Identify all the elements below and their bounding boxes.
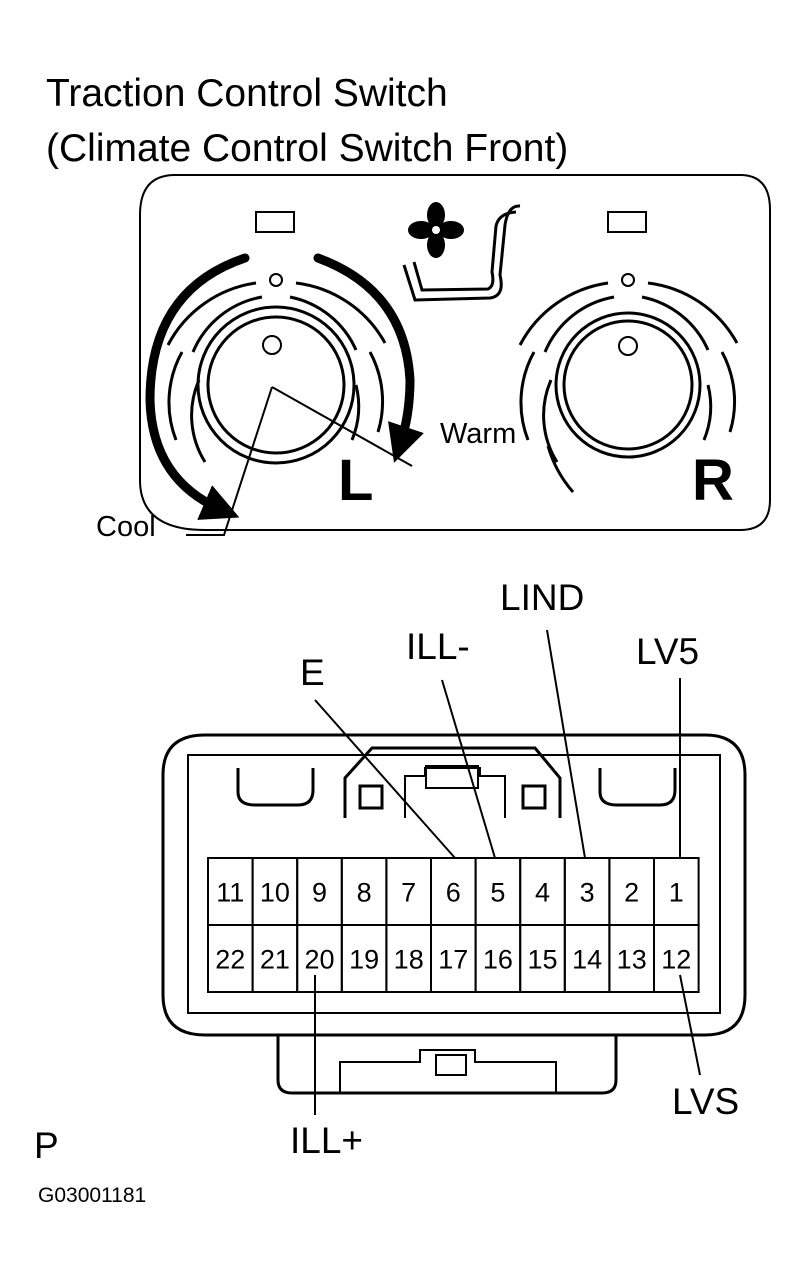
warm-label: Warm <box>440 418 516 450</box>
connector-pin-number: 5 <box>490 878 505 908</box>
connector-pin-number: 9 <box>312 878 327 908</box>
cool-label: Cool <box>96 511 156 543</box>
switch-panel: Warm Cool L R <box>96 174 771 543</box>
terminal-label-lvs: LVS <box>672 1081 739 1122</box>
connector-bottom-latch <box>276 1035 618 1095</box>
leader-line-lvs <box>679 974 701 1076</box>
connector-right-keyway-slot <box>521 784 547 810</box>
right-temperature-knob[interactable] <box>554 311 702 459</box>
connector-pin-number: 3 <box>580 878 595 908</box>
connector-pin-number: 13 <box>617 945 647 975</box>
terminal-label-e: E <box>300 652 325 693</box>
connector-pin-number: 18 <box>394 945 424 975</box>
connector-pin-cell <box>653 924 700 993</box>
right-indicator-lamp <box>607 211 647 233</box>
terminal-label-ill-minus: ILL- <box>406 626 470 667</box>
terminal-label-ill-plus: ILL+ <box>290 1120 363 1161</box>
leader-line-lind <box>546 629 586 859</box>
warm-direction-arrow <box>313 253 424 463</box>
left-dial-dot <box>269 273 283 287</box>
right-knob-letter: R <box>692 448 734 513</box>
terminal-leader-lines <box>314 629 701 1115</box>
left-indicator-lamp <box>255 211 295 233</box>
terminal-label-lind: LIND <box>500 577 584 618</box>
terminal-label-lv5: LV5 <box>636 631 699 672</box>
connector-pin-number: 21 <box>260 945 290 975</box>
connector-pin-number: 19 <box>349 945 379 975</box>
connector-pin-number: 2 <box>624 878 639 908</box>
title-line-1: Traction Control Switch <box>46 72 448 115</box>
connector-pin-number: 22 <box>215 945 245 975</box>
connector-keyway-tab <box>425 765 479 789</box>
connector-pin-number: 1 <box>669 878 684 908</box>
switch-panel-outline <box>139 174 771 531</box>
left-knob-indicator-dot <box>262 335 282 355</box>
connector-pin-number: 20 <box>304 945 334 975</box>
connector-right-guide <box>598 768 677 807</box>
leader-line-ill-minus <box>441 679 496 859</box>
connector-pin-number: 6 <box>446 878 461 908</box>
connector-pin-number: 15 <box>527 945 557 975</box>
connector-left-guide <box>236 768 315 807</box>
connector-pin-number: 14 <box>572 945 602 975</box>
cool-leader-line <box>186 386 273 536</box>
connector-top-keyway <box>343 746 562 818</box>
connector-pin-number: 10 <box>260 878 290 908</box>
connector-pin-number: 7 <box>401 878 416 908</box>
figure-id: G03001181 <box>38 1184 146 1207</box>
warm-leader-line <box>271 386 413 467</box>
connector-pin-number: 12 <box>661 945 691 975</box>
right-dial-dot <box>621 273 635 287</box>
seat-fan-icon <box>402 202 521 302</box>
connector-bottom-lock-tab <box>435 1054 467 1076</box>
left-temperature-knob[interactable] <box>196 305 356 465</box>
right-dial-marks <box>518 273 739 493</box>
title-line-2: (Climate Control Switch Front) <box>46 127 568 170</box>
connector-housing-outer <box>161 733 747 1037</box>
connector-pin-number: 11 <box>216 878 244 908</box>
leader-line-e <box>314 699 456 859</box>
right-knob-indicator-dot <box>618 336 638 356</box>
connector-pin-number: 4 <box>535 878 550 908</box>
connector-left-keyway-slot <box>358 784 384 810</box>
connector-pin-number: 8 <box>357 878 372 908</box>
left-dial-marks <box>166 273 387 463</box>
left-knob-letter: L <box>338 448 373 513</box>
connector-pin-number: 16 <box>483 945 513 975</box>
connector-pin-number: 17 <box>438 945 468 975</box>
view-letter: P <box>34 1125 59 1166</box>
cool-direction-arrow <box>145 253 250 520</box>
